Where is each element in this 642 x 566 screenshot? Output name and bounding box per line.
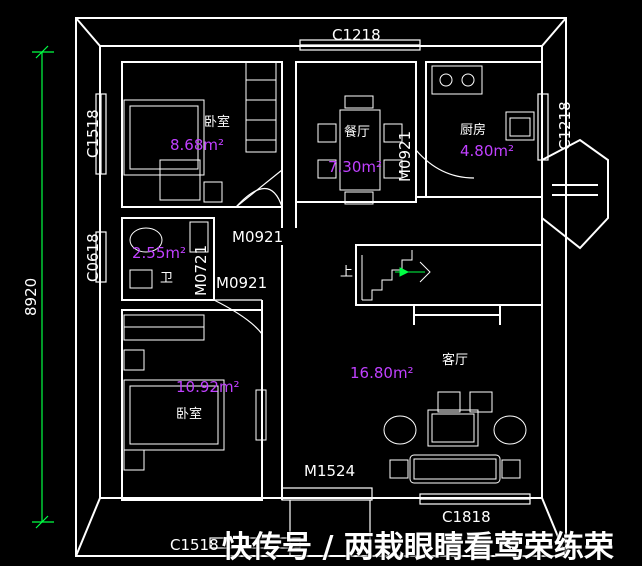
window-label-left-upper: C1518 [84,109,102,158]
door-label-entrance: M1524 [304,462,356,480]
door-label-bedroom1: M0921 [232,228,284,246]
door-swings [213,149,475,335]
stair [361,250,431,301]
area-bedroom2: 10.92m² [176,378,240,396]
bathroom-fixtures [129,221,209,289]
area-bathroom: 2.55m² [132,244,187,262]
total-dimension-label: 8920 [22,277,40,316]
dining-table [317,95,403,205]
window-markers [95,39,549,549]
door-label-dining: M0921 [396,130,414,182]
room-name-kitchen: 厨房 [460,123,487,138]
room-name-bathroom: 卫 [160,271,174,286]
chimney-projection [541,138,609,250]
area-kitchen: 4.80m² [460,142,515,160]
window-label-bottom-left: C1518 [170,536,219,554]
area-living: 16.80m² [350,364,414,382]
window-label-top: C1218 [332,26,381,44]
dimension-line [32,45,54,529]
door-label-bathroom-a: M0921 [216,274,268,292]
entrance-door [281,487,373,556]
bedroom1-furniture [123,61,277,203]
room-name-bedroom2: 卧室 [176,407,203,422]
room-name-bedroom1: 卧室 [204,115,231,130]
window-label-bottom-right: C1818 [442,508,491,526]
window-label-kitchen-right: C1218 [556,101,574,150]
door-label-bathroom-b: M0721 [192,244,210,296]
interior-walls [121,61,543,501]
room-name-dining: 餐厅 [344,125,371,140]
stair-up-label: 上 [340,265,354,280]
living-sofa [383,391,527,484]
window-label-left-mid: C0618 [84,233,102,282]
area-dining: 7.30m² [328,158,383,176]
bedroom2-furniture [123,314,267,471]
kitchen-fixtures [431,65,535,141]
room-name-living: 客厅 [442,353,469,368]
area-bedroom1: 8.68m² [170,136,225,154]
watermark-text: 快传号 / 两栽眼睛看莺荣练荣 [222,530,614,565]
